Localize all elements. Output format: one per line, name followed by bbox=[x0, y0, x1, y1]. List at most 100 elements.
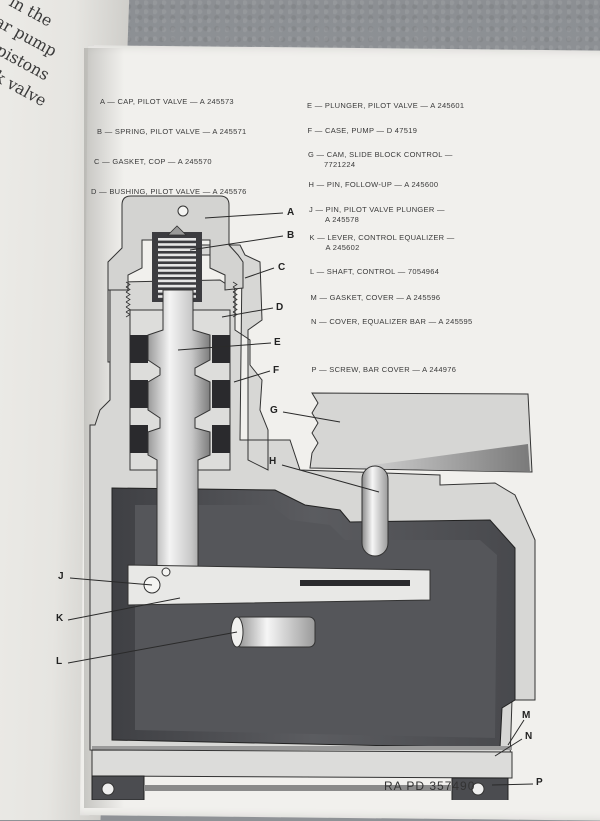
callout-b: B bbox=[287, 230, 295, 241]
spring-coil bbox=[158, 274, 196, 277]
callout-j: J bbox=[58, 571, 64, 582]
callout-l: L bbox=[56, 656, 63, 667]
callout-h: H bbox=[269, 456, 277, 467]
leader-l bbox=[67, 631, 238, 664]
spring-coil bbox=[158, 253, 196, 257]
spring-coil bbox=[158, 269, 196, 272]
legend-dash: — bbox=[444, 150, 453, 159]
spring-coil bbox=[158, 243, 196, 246]
legend-dash: — bbox=[319, 317, 327, 326]
bar-cover-screw-left bbox=[91, 775, 145, 800]
cam-ramp-shading bbox=[350, 444, 530, 472]
spring-coil bbox=[158, 238, 196, 241]
spring-coil bbox=[158, 258, 196, 262]
legend-part-number: D 47519 bbox=[386, 126, 418, 135]
spring-coil bbox=[158, 284, 196, 288]
cover-gasket bbox=[92, 746, 512, 750]
legend-dash: — bbox=[446, 233, 455, 242]
leader-h bbox=[281, 464, 380, 493]
thread-mark bbox=[125, 291, 131, 298]
legend-dash: — bbox=[202, 187, 211, 196]
spring-coil bbox=[158, 279, 196, 283]
legend-item-m: M — GASKET, COVER — A 245596 bbox=[311, 293, 441, 303]
equalizer-bar-cover bbox=[91, 749, 513, 779]
legend-dash: — bbox=[319, 365, 327, 374]
callout-e: E bbox=[274, 337, 281, 348]
legend-dash: — bbox=[316, 180, 325, 189]
legend-part-name: SCREW, BAR COVER bbox=[329, 365, 410, 374]
cover-rod bbox=[144, 785, 452, 791]
leader-p bbox=[491, 783, 534, 786]
legend-dash: — bbox=[107, 97, 116, 106]
legend-dash: — bbox=[397, 267, 406, 276]
leader-lines bbox=[67, 212, 534, 786]
legend-letter: E bbox=[307, 101, 313, 110]
thread-mark bbox=[232, 291, 238, 298]
legend-dash: — bbox=[317, 233, 326, 242]
legend-dash: — bbox=[99, 187, 107, 196]
callout-k: K bbox=[56, 613, 64, 624]
legend-part-name: SPRING, PILOT VALVE bbox=[114, 127, 201, 136]
legend-dash: — bbox=[314, 101, 323, 110]
legend-letter: F bbox=[307, 126, 313, 135]
legend-part-number: A 245571 bbox=[212, 127, 247, 136]
spring-coil bbox=[158, 264, 196, 267]
pin-head bbox=[161, 567, 171, 577]
spring-coil bbox=[158, 248, 196, 251]
legend-dash: — bbox=[412, 365, 421, 374]
legend-letter: H bbox=[308, 180, 315, 189]
legend-item-g: G — CAM, SLIDE BLOCK CONTROL —7721224 bbox=[308, 150, 453, 170]
legend-part-number: 7721224 bbox=[324, 160, 356, 169]
legend-dash: — bbox=[316, 150, 325, 159]
port-6 bbox=[212, 425, 230, 453]
legend-part-number: A 244976 bbox=[422, 365, 457, 374]
port-2 bbox=[212, 335, 230, 363]
legend-letter: N bbox=[311, 317, 317, 326]
legend-item-h: H — PIN, FOLLOW-UP — A 245600 bbox=[309, 180, 439, 190]
leader-f bbox=[233, 370, 271, 383]
legend-part-name: SHAFT, CONTROL bbox=[326, 267, 396, 276]
legend-dash: — bbox=[167, 157, 176, 166]
legend-part-name: PLUNGER, PILOT VALVE bbox=[324, 101, 419, 110]
legend-part-name: BUSHING, PILOT VALVE bbox=[109, 187, 201, 196]
legend-item-e: E — PLUNGER, PILOT VALVE — A 245601 bbox=[307, 101, 464, 111]
port-4 bbox=[212, 380, 230, 408]
legend-dash: — bbox=[104, 127, 113, 136]
legend-part-name: GASKET, COP bbox=[112, 157, 166, 166]
legend-dash: — bbox=[428, 317, 437, 326]
control-shaft bbox=[234, 616, 316, 648]
leader-n bbox=[494, 738, 523, 757]
legend-part-name: PIN, PILOT VALVE PLUNGER bbox=[325, 205, 435, 214]
legend-letter: B bbox=[97, 127, 103, 136]
thread-mark bbox=[125, 301, 131, 308]
thread-mark bbox=[232, 281, 238, 288]
cap-hole bbox=[177, 205, 189, 217]
legend-letter: D bbox=[91, 187, 97, 196]
legend-part-number: A 245601 bbox=[430, 101, 465, 110]
legend-item-p: P — SCREW, BAR COVER — A 244976 bbox=[312, 365, 457, 375]
legend-letter: C bbox=[94, 157, 100, 166]
thread-mark bbox=[125, 286, 131, 293]
thread-mark bbox=[232, 306, 238, 313]
legend-dash: — bbox=[396, 293, 405, 302]
leader-e bbox=[177, 342, 272, 351]
leader-b bbox=[189, 235, 284, 251]
legend-item-n: N — COVER, EQUALIZER BAR — A 245595 bbox=[311, 317, 472, 327]
callout-p: P bbox=[536, 777, 543, 788]
callout-f: F bbox=[273, 365, 280, 376]
legend-letter: L bbox=[310, 267, 315, 276]
leader-a bbox=[204, 212, 284, 219]
legend-dash: — bbox=[190, 97, 198, 106]
thread-mark bbox=[125, 281, 131, 288]
drawing-reference: RA PD 357490 bbox=[384, 779, 476, 793]
legend-letter: G bbox=[308, 150, 315, 159]
thread-mark bbox=[232, 296, 238, 303]
legend-letter: M bbox=[310, 293, 318, 302]
follow-up-pin bbox=[361, 465, 389, 557]
callout-n: N bbox=[525, 731, 533, 742]
case-interior-light-panel bbox=[135, 505, 497, 738]
legend-item-l: L — SHAFT, CONTROL — 7054964 bbox=[310, 267, 439, 277]
legend-letter: J bbox=[309, 205, 314, 214]
control-equalizer-lever bbox=[127, 564, 431, 606]
legend-item-c: C — GASKET, COP — A 245570 bbox=[94, 157, 212, 167]
